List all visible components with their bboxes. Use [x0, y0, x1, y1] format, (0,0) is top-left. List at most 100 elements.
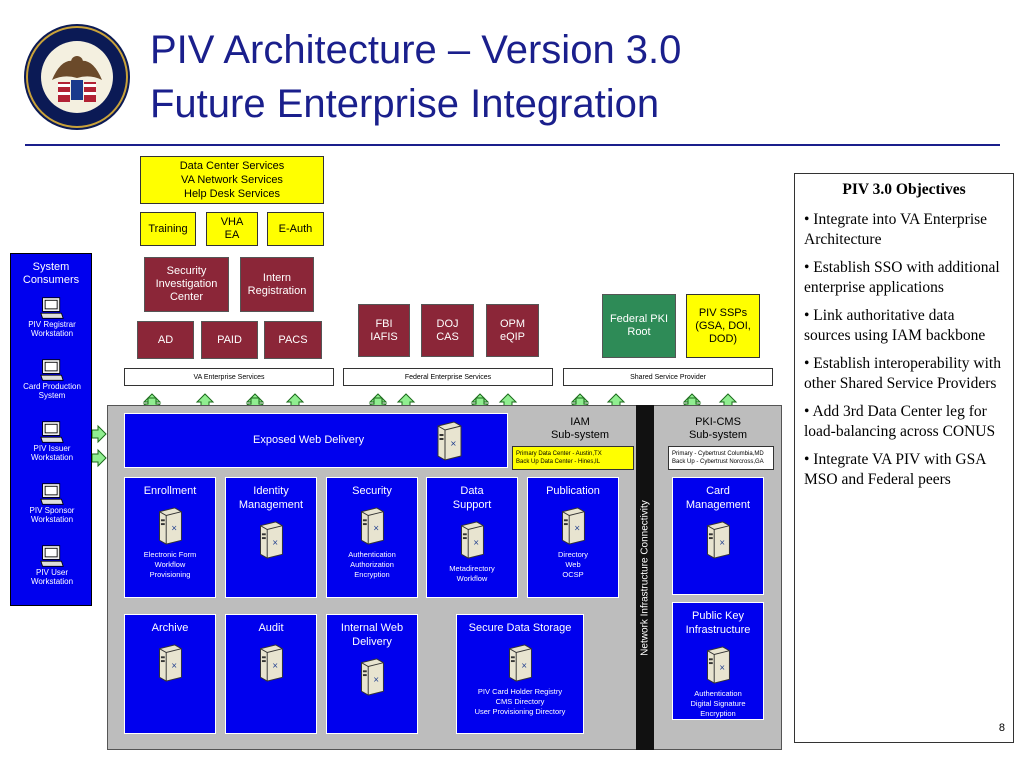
piv-ssps-box: PIV SSPs(GSA, DOI,DOD)	[686, 294, 760, 358]
server-icon: ×	[159, 507, 182, 545]
svg-text:×: ×	[272, 661, 278, 670]
ad-box: AD	[137, 321, 194, 359]
workstation-icon	[40, 421, 64, 443]
training-box: Training	[140, 212, 196, 246]
e-auth-box: E-Auth	[267, 212, 324, 246]
va-enterprise-services-bar: VA Enterprise Services	[124, 368, 334, 386]
pacs-box: PACS	[264, 321, 322, 359]
module-name: Archive	[151, 622, 189, 634]
module-name: Publication	[546, 485, 600, 497]
svg-text:×: ×	[473, 538, 479, 547]
page-number: 8	[998, 722, 1005, 734]
shared-service-provider-bar: Shared Service Provider	[563, 368, 773, 386]
svg-text:×: ×	[521, 661, 527, 670]
federal-enterprise-services-bar: Federal Enterprise Services	[343, 368, 553, 386]
objective-item: • Integrate into VA Enterprise Architect…	[804, 211, 988, 248]
svg-text:×: ×	[171, 524, 177, 533]
server-icon: ×	[562, 507, 585, 545]
objective-item: • Integrate VA PIV with GSA MSO and Fede…	[804, 451, 986, 488]
svg-text:×: ×	[272, 538, 278, 547]
page-title-line1: PIV Architecture – Version 3.0	[150, 28, 682, 72]
objective-item: • Establish interoperability with other …	[804, 355, 1001, 392]
network-infrastructure-bar: Network Infrastructure Connectivity	[636, 405, 654, 750]
system-consumers-heading: System Consumers	[22, 261, 80, 286]
workstation-icon	[40, 359, 64, 381]
server-icon: ×	[437, 421, 462, 461]
server-icon: ×	[461, 521, 484, 559]
server-icon: ×	[361, 507, 384, 545]
svg-text:×: ×	[574, 524, 580, 533]
server-icon: ×	[260, 644, 283, 682]
module-box: Audit ×	[225, 614, 317, 734]
svg-text:×: ×	[450, 439, 457, 448]
svg-text:×: ×	[719, 663, 725, 672]
module-name: Security	[352, 485, 392, 497]
objectives-panel: PIV 3.0 Objectives • Integrate into VA E…	[794, 173, 1014, 743]
server-icon: ×	[260, 521, 283, 559]
workstation-icon	[40, 297, 64, 319]
server-icon: ×	[159, 644, 182, 682]
workstation-icon	[40, 545, 64, 567]
module-box: Secure Data Storage × PIV Card Holder Regi…	[456, 614, 584, 734]
svg-text:×: ×	[373, 675, 379, 684]
data-center-services-box: Data Center Services VA Network Services…	[140, 156, 324, 204]
page-title-line2: Future Enterprise Integration	[150, 82, 660, 126]
va-seal-logo	[22, 22, 132, 132]
paid-box: PAID	[201, 321, 258, 359]
network-infrastructure-label: Network Infrastructure Connectivity	[639, 499, 651, 656]
server-icon: ×	[509, 644, 532, 682]
module-name: Audit	[258, 622, 284, 634]
svg-text:×: ×	[373, 524, 379, 533]
objective-item: • Establish SSO with additional enterpri…	[804, 259, 1000, 296]
svg-text:×: ×	[171, 661, 177, 670]
objective-item: • Link authoritative data sources using …	[804, 307, 986, 344]
server-icon: ×	[361, 658, 384, 696]
module-name: Enrollment	[143, 485, 197, 497]
module-box: Archive ×	[124, 614, 216, 734]
objectives-heading: PIV 3.0 Objectives	[842, 181, 966, 198]
server-icon: ×	[707, 646, 730, 684]
module-name: Secure Data Storage	[468, 622, 572, 634]
